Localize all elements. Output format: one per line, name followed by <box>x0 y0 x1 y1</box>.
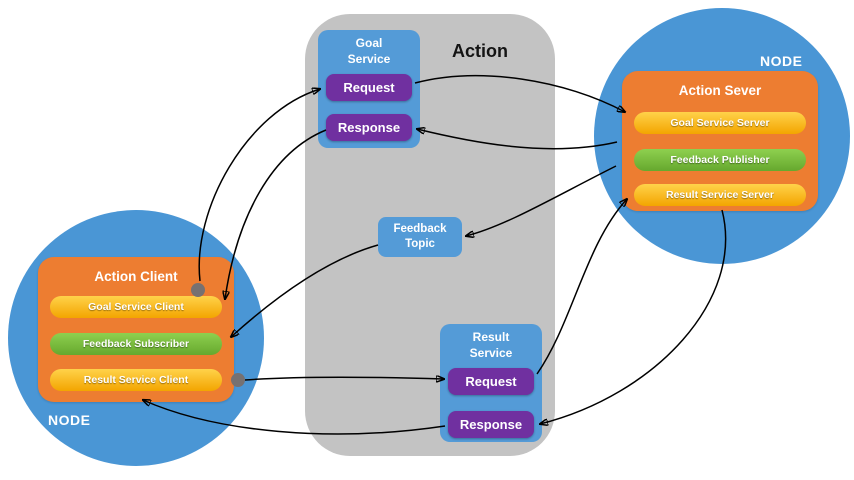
result-service-title: Result Service <box>469 330 513 360</box>
goal-response-block: Response <box>326 114 412 141</box>
pill-feedback-subscriber: Feedback Subscriber <box>50 333 222 355</box>
pill-result-service-client: Result Service Client <box>50 369 222 391</box>
goal-request-block: Request <box>326 74 412 101</box>
feedback-topic-title: Feedback Topic <box>393 223 447 250</box>
pill-result-service-server: Result Service Server <box>634 184 806 206</box>
result-request-block: Request <box>448 368 534 395</box>
goal-service-box: Goal Service Request Response <box>318 30 420 148</box>
client-node-label: NODE <box>48 412 91 428</box>
action-server-box: Action Sever Goal Service Server Feedbac… <box>622 71 818 211</box>
pill-feedback-publisher: Feedback Publisher <box>634 149 806 171</box>
action-server-title: Action Sever <box>678 83 762 98</box>
result-service-box: Result Service Request Response <box>440 324 542 442</box>
feedback-topic-box: Feedback Topic <box>378 217 462 257</box>
pill-goal-service-client: Goal Service Client <box>50 296 222 318</box>
goal-service-title: Goal Service <box>347 36 391 66</box>
action-client-box: Action Client Goal Service Client Feedba… <box>38 257 234 402</box>
result-response-block: Response <box>448 411 534 438</box>
pill-goal-service-server: Goal Service Server <box>634 112 806 134</box>
action-title: Action <box>452 41 508 61</box>
action-client-title: Action Client <box>94 269 178 284</box>
server-node-label: NODE <box>760 53 803 69</box>
